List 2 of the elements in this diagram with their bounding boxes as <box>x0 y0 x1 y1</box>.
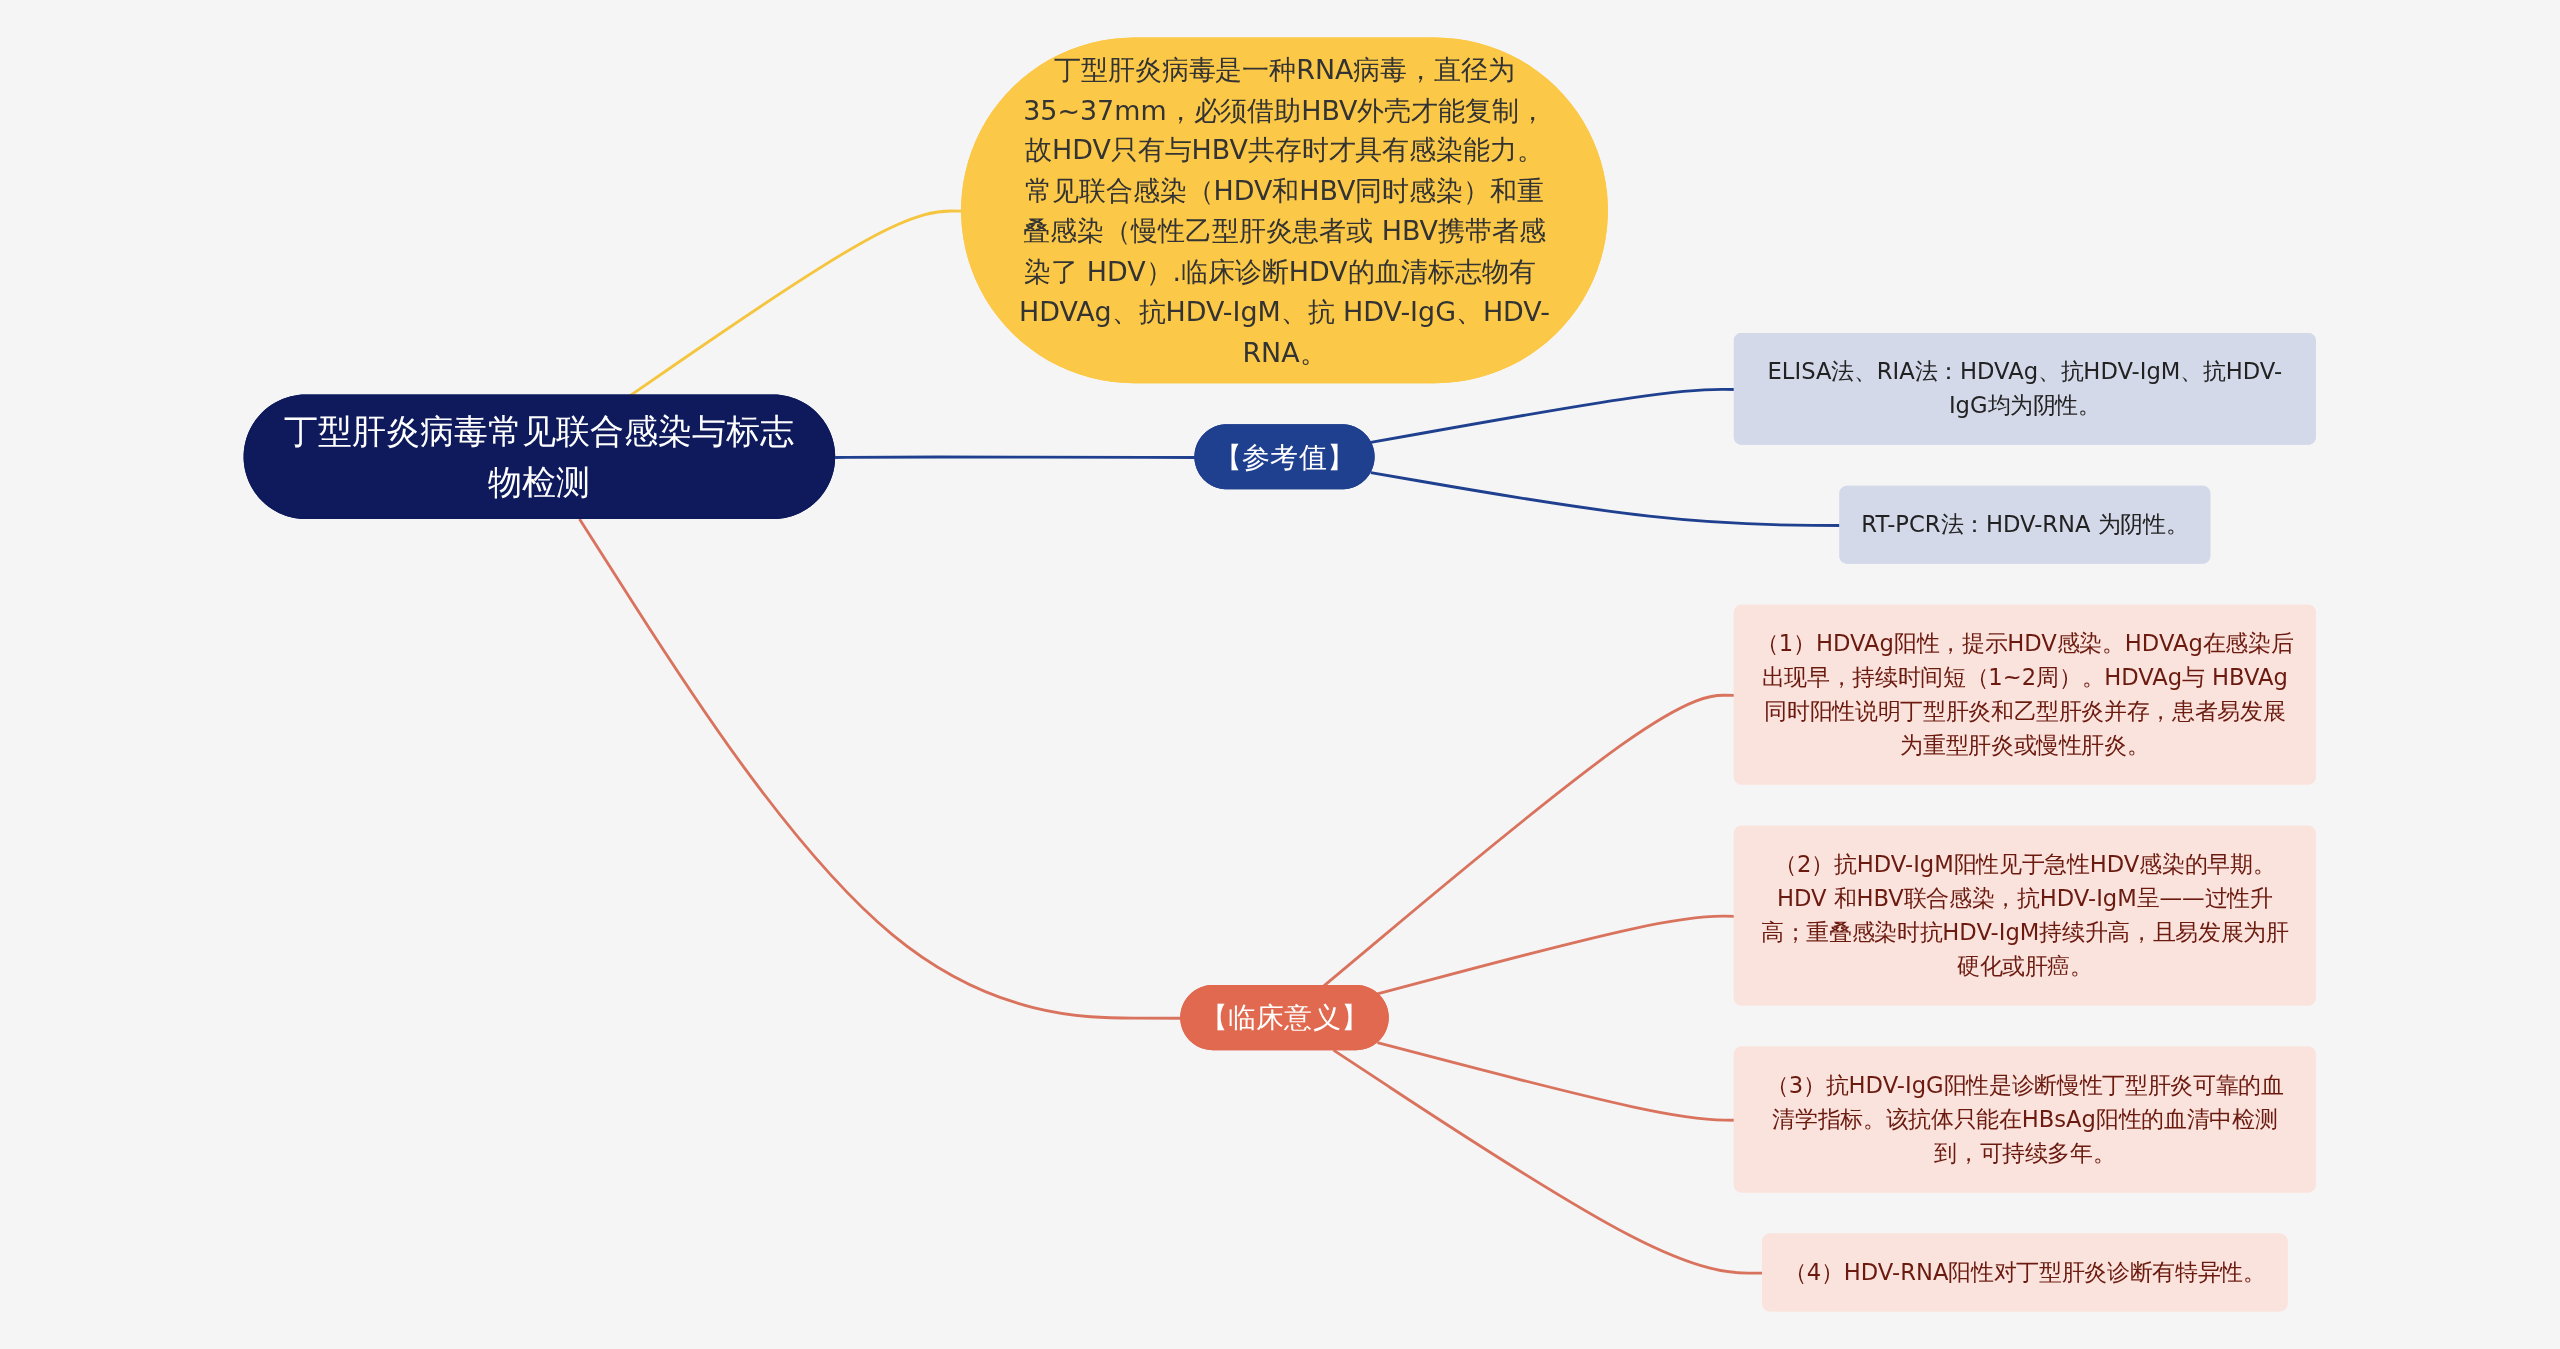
connector <box>1332 1048 1764 1275</box>
connector <box>578 518 1182 1020</box>
